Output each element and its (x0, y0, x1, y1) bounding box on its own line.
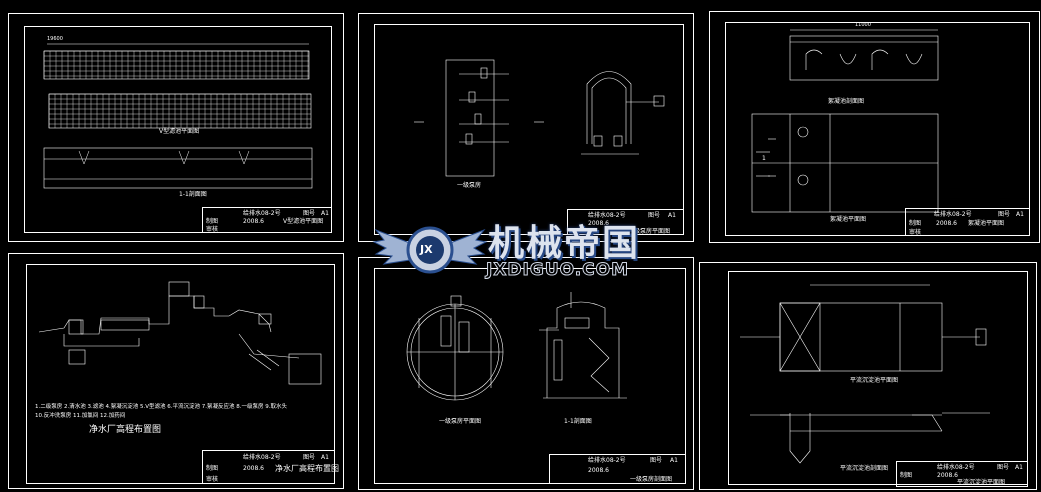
role-label: 制图 (206, 465, 219, 472)
date-value: 2008.6 (936, 220, 957, 227)
title-block: 给排水08-2号 图号 A1 制图 2008.6 平流沉淀池平面图 (896, 461, 1028, 487)
plan-caption: 絮凝池平面图 (830, 216, 867, 223)
role-label: 制图 (909, 220, 922, 227)
role-label: 制图 (206, 218, 219, 225)
plan-caption: 平流沉淀池平面图 (850, 377, 899, 384)
sheet-title: 平流沉淀池平面图 (957, 479, 1006, 486)
drawing-sheet-sedimentation[interactable]: 平流沉淀池平面图 平流沉淀池剖面图 给排水08-2号 图号 A1 制图 2008… (699, 262, 1037, 490)
legend-line: 10.反冲洗泵房 11.加氯间 12.加药间 (35, 413, 126, 419)
sheet-title: 絮凝池平面图 (968, 220, 1005, 227)
flocculation-drawing (751, 29, 939, 213)
watermark: JX 机械帝国 JXDIGUO.COM (370, 210, 670, 290)
section-caption: 平流沉淀池剖面图 (840, 465, 889, 472)
role-label: 制图 (900, 472, 913, 479)
plan-caption: V型滤池平面图 (159, 128, 200, 135)
drawing-sheet-flocculation[interactable]: 11000 絮凝池剖面图 1 絮凝池平面图 给排水08-2号 图号 A1 制图 … (709, 11, 1040, 243)
section-mark: 1 (762, 155, 766, 162)
field-label: 图号 (303, 210, 316, 217)
field-value: A1 (668, 212, 676, 219)
date-value: 2008.6 (588, 220, 609, 227)
date-value: 2008.6 (243, 465, 264, 472)
section-caption: 絮凝池剖面图 (828, 98, 865, 105)
drawing-number: 给排水08-2号 (588, 457, 626, 464)
title-block: 给排水08-2号 图号 A1 2008.6 一级泵房剖面图 (549, 454, 686, 484)
sheet-frame (374, 268, 686, 484)
date-value: 2008.6 (937, 472, 958, 479)
date-value: 2008.6 (588, 467, 609, 474)
watermark-cn: 机械帝国 (488, 223, 641, 264)
date-value: 2008.6 (243, 218, 264, 225)
watermark-en: JXDIGUO.COM (485, 260, 630, 281)
sheet-title: 净水厂高程布置图 (275, 464, 339, 473)
dimension-label: 19600 (47, 36, 63, 42)
field-value: A1 (321, 210, 329, 217)
dimension-label: 11000 (855, 22, 871, 28)
legend-line: 1.二级泵房 2.清水池 3.滤池 4.絮凝沉淀池 5.V型滤池 6.平流沉淀池… (35, 404, 287, 410)
sedimentation-drawing (740, 284, 990, 464)
drawing-sheet-pumphouse-section[interactable]: 一级泵房平面图 1-1剖面图 给排水08-2号 图号 A1 2008.6 一级泵… (358, 257, 694, 490)
field-value: A1 (1016, 211, 1024, 218)
drawing-number: 给排水08-2号 (243, 210, 281, 217)
field-label: 图号 (648, 212, 661, 219)
elevation-layout-drawing (38, 281, 322, 385)
plan-caption: 一级泵房平面图 (439, 418, 482, 425)
pumphouse-section-drawing (406, 292, 627, 401)
field-value: A1 (321, 454, 329, 461)
drawing-number: 给排水08-2号 (937, 464, 975, 471)
title-block: 给排水08-2号 图号 A1 制图 2008.6 净水厂高程布置图 审核 (202, 450, 339, 484)
sheet-title: 一级泵房平面图 (628, 228, 671, 235)
drawing-heading: 净水厂高程布置图 (89, 425, 162, 435)
title-block: 给排水08-2号 图号 A1 制图 2008.6 V型滤池平面图 审核 (202, 207, 332, 233)
drawing-number: 给排水08-2号 (934, 211, 972, 218)
field-value: A1 (1015, 464, 1023, 471)
sheet-frame (24, 26, 332, 233)
title-block: 给排水08-2号 图号 A1 制图 2008.6 絮凝池平面图 审核 (905, 208, 1030, 236)
plan-caption: 一级泵房 (457, 182, 482, 189)
sheet-frame (26, 264, 335, 484)
title-block: 给排水08-2号 图号 A1 2008.6 一级泵房平面图 (567, 209, 684, 235)
field-value: A1 (670, 457, 678, 464)
role-label: 审核 (909, 229, 922, 236)
section-caption: 1-1剖面图 (179, 191, 207, 198)
sheet-title: V型滤池平面图 (283, 218, 324, 225)
field-label: 图号 (650, 457, 663, 464)
filter-plan-drawing (43, 43, 313, 189)
sheet-frame (374, 24, 684, 235)
section-caption: 1-1剖面图 (564, 418, 592, 425)
drawing-number: 给排水08-2号 (243, 454, 281, 461)
drawing-sheet-filter[interactable]: 19600 V型滤池平面图 1-1剖面图 给排水08-2号 图号 A1 制图 2… (8, 13, 344, 242)
drawing-number: 给排水08-2号 (588, 212, 626, 219)
watermark-badge: JX (420, 243, 433, 256)
role-label: 审核 (206, 226, 219, 233)
field-label: 图号 (998, 211, 1011, 218)
drawing-sheet-elevation[interactable]: 1.二级泵房 2.清水池 3.滤池 4.絮凝沉淀池 5.V型滤池 6.平流沉淀池… (8, 253, 344, 489)
field-label: 图号 (303, 454, 316, 461)
field-label: 图号 (997, 464, 1010, 471)
sheet-title: 一级泵房剖面图 (630, 476, 673, 483)
role-label: 审核 (206, 476, 219, 483)
sheet-frame (728, 271, 1028, 485)
drawing-sheet-pumphouse-plan[interactable]: 一级泵房 给排水08-2号 图号 A1 2008.6 一级泵房平面图 (358, 13, 694, 242)
pumphouse-plan-drawing (414, 59, 665, 177)
gear-wings-logo-icon (372, 226, 488, 274)
sheet-frame (725, 22, 1030, 236)
